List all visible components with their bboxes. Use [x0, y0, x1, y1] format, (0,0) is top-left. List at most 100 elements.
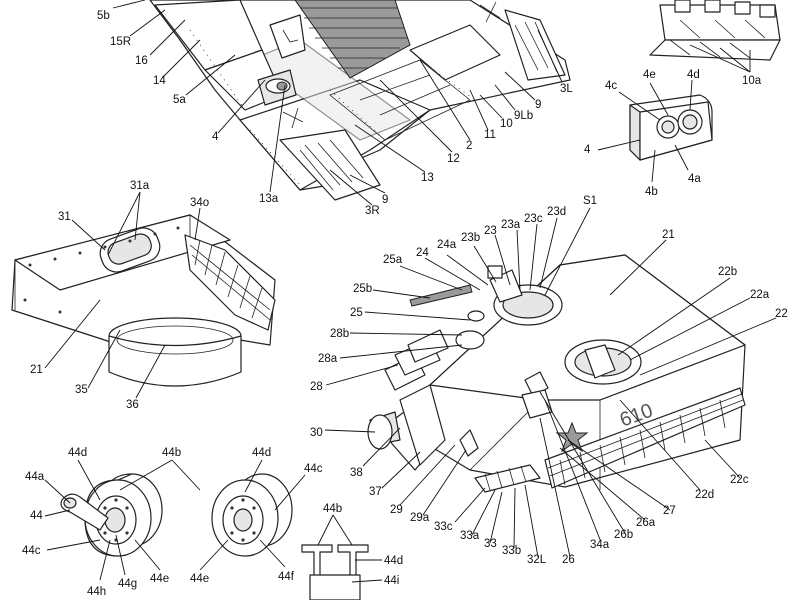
label-9Lb: 9Lb	[514, 110, 533, 122]
label-44h: 44h	[87, 586, 106, 598]
label-22a: 22a	[750, 289, 770, 301]
label-25a: 25a	[383, 254, 403, 266]
label-44: 44	[30, 510, 43, 522]
label-44b-axle: 44b	[323, 503, 342, 515]
label-9: 9	[535, 99, 541, 111]
label-28: 28	[310, 381, 323, 393]
hull-labels: 5b 15R 16 14 5a 4 13a 13 12 2 11 10 9Lb …	[97, 10, 573, 217]
label-3R: 3R	[365, 205, 380, 217]
label-4c: 4c	[605, 80, 617, 92]
box-leaders	[689, 44, 751, 73]
wheel-leaders	[44, 459, 306, 581]
label-22: 22	[775, 308, 788, 320]
label-28b: 28b	[330, 328, 349, 340]
label-14: 14	[153, 75, 166, 87]
label-4: 4	[212, 131, 219, 143]
label-33c: 33c	[434, 521, 453, 533]
label-4a: 4a	[688, 173, 701, 185]
label-23b: 23b	[461, 232, 480, 244]
label-44e-right: 44e	[190, 573, 209, 585]
basket-leaders	[44, 191, 201, 399]
label-26: 26	[562, 554, 575, 566]
label-4e: 4e	[643, 69, 656, 81]
label-44c-right: 44c	[304, 463, 323, 475]
stowage-box	[649, 0, 781, 61]
label-29a: 29a	[410, 512, 430, 524]
label-9-lower: 9	[382, 194, 388, 206]
basket-labels: 31a 31 34o 21 35 36	[30, 180, 209, 411]
label-27: 27	[663, 505, 676, 517]
label-22d: 22d	[695, 489, 714, 501]
turret-basket	[11, 214, 276, 387]
label-35: 35	[75, 384, 88, 396]
label-4b: 4b	[645, 186, 658, 198]
label-11: 11	[484, 129, 496, 141]
label-2: 2	[466, 140, 472, 152]
label-15R: 15R	[110, 36, 131, 48]
label-34o: 34o	[190, 197, 209, 209]
road-wheel-left	[60, 473, 163, 557]
label-25: 25	[350, 307, 363, 319]
label-29: 29	[390, 504, 403, 516]
label-23a: 23a	[501, 219, 521, 231]
label-22c: 22c	[730, 474, 749, 486]
label-3L: 3L	[560, 83, 573, 95]
axle-leaders	[317, 514, 383, 583]
label-13a: 13a	[259, 193, 279, 205]
label-44b: 44b	[162, 447, 181, 459]
label-33: 33	[484, 538, 497, 550]
label-16: 16	[135, 55, 148, 67]
label-44f: 44f	[278, 571, 295, 583]
label-23d: 23d	[547, 206, 566, 218]
headlight-housing	[629, 94, 713, 161]
label-44d-right: 44d	[252, 447, 271, 459]
label-21-basket: 21	[30, 364, 43, 376]
road-wheel-right	[211, 473, 293, 557]
label-31a: 31a	[130, 180, 150, 192]
label-4-light: 4	[584, 144, 591, 156]
label-5a: 5a	[173, 94, 186, 106]
label-44i: 44i	[384, 575, 399, 587]
label-21-turret: 21	[662, 229, 675, 241]
label-36: 36	[126, 399, 139, 411]
label-34a: 34a	[590, 539, 610, 551]
label-5b: 5b	[97, 10, 110, 22]
label-23: 23	[484, 225, 497, 237]
label-S1: S1	[583, 195, 597, 207]
label-26a: 26a	[636, 517, 656, 529]
label-26b: 26b	[614, 529, 633, 541]
wheel-labels: 44d 44b 44d 44c 44a 44 44c 44h 44g 44e 4…	[22, 447, 323, 598]
label-24a: 24a	[437, 239, 457, 251]
label-10: 10	[500, 118, 513, 130]
label-13: 13	[421, 172, 434, 184]
label-12: 12	[447, 153, 460, 165]
hull-leaders	[112, 0, 563, 206]
light-labels: 4c 4e 4d 4 4b 4a	[584, 69, 701, 198]
turret: 610	[367, 254, 746, 493]
label-10a: 10a	[742, 75, 762, 87]
label-38: 38	[350, 467, 363, 479]
label-23c: 23c	[524, 213, 543, 225]
label-44d-axle: 44d	[384, 555, 403, 567]
label-44a: 44a	[25, 471, 45, 483]
axle-labels: 44b 44d 44i	[323, 503, 403, 587]
hull-front-assembly	[149, 0, 571, 201]
label-31: 31	[58, 211, 71, 223]
label-44e-left: 44e	[150, 573, 169, 585]
label-44d-left: 44d	[68, 447, 87, 459]
label-44c-left: 44c	[22, 545, 41, 557]
label-22b: 22b	[718, 266, 737, 278]
label-33a: 33a	[460, 530, 480, 542]
label-25b: 25b	[353, 283, 372, 295]
turret-labels: S1 23d 23c 23a 23 23b 24a 24 25a 25b 25 …	[310, 195, 788, 566]
label-4d: 4d	[687, 69, 700, 81]
label-44g: 44g	[118, 578, 137, 590]
light-leaders	[597, 79, 693, 183]
label-30: 30	[310, 427, 323, 439]
label-32L: 32L	[527, 554, 547, 566]
label-37: 37	[369, 486, 382, 498]
axle-detail	[301, 544, 369, 600]
label-33b: 33b	[502, 545, 521, 557]
engine-grille	[294, 0, 411, 79]
